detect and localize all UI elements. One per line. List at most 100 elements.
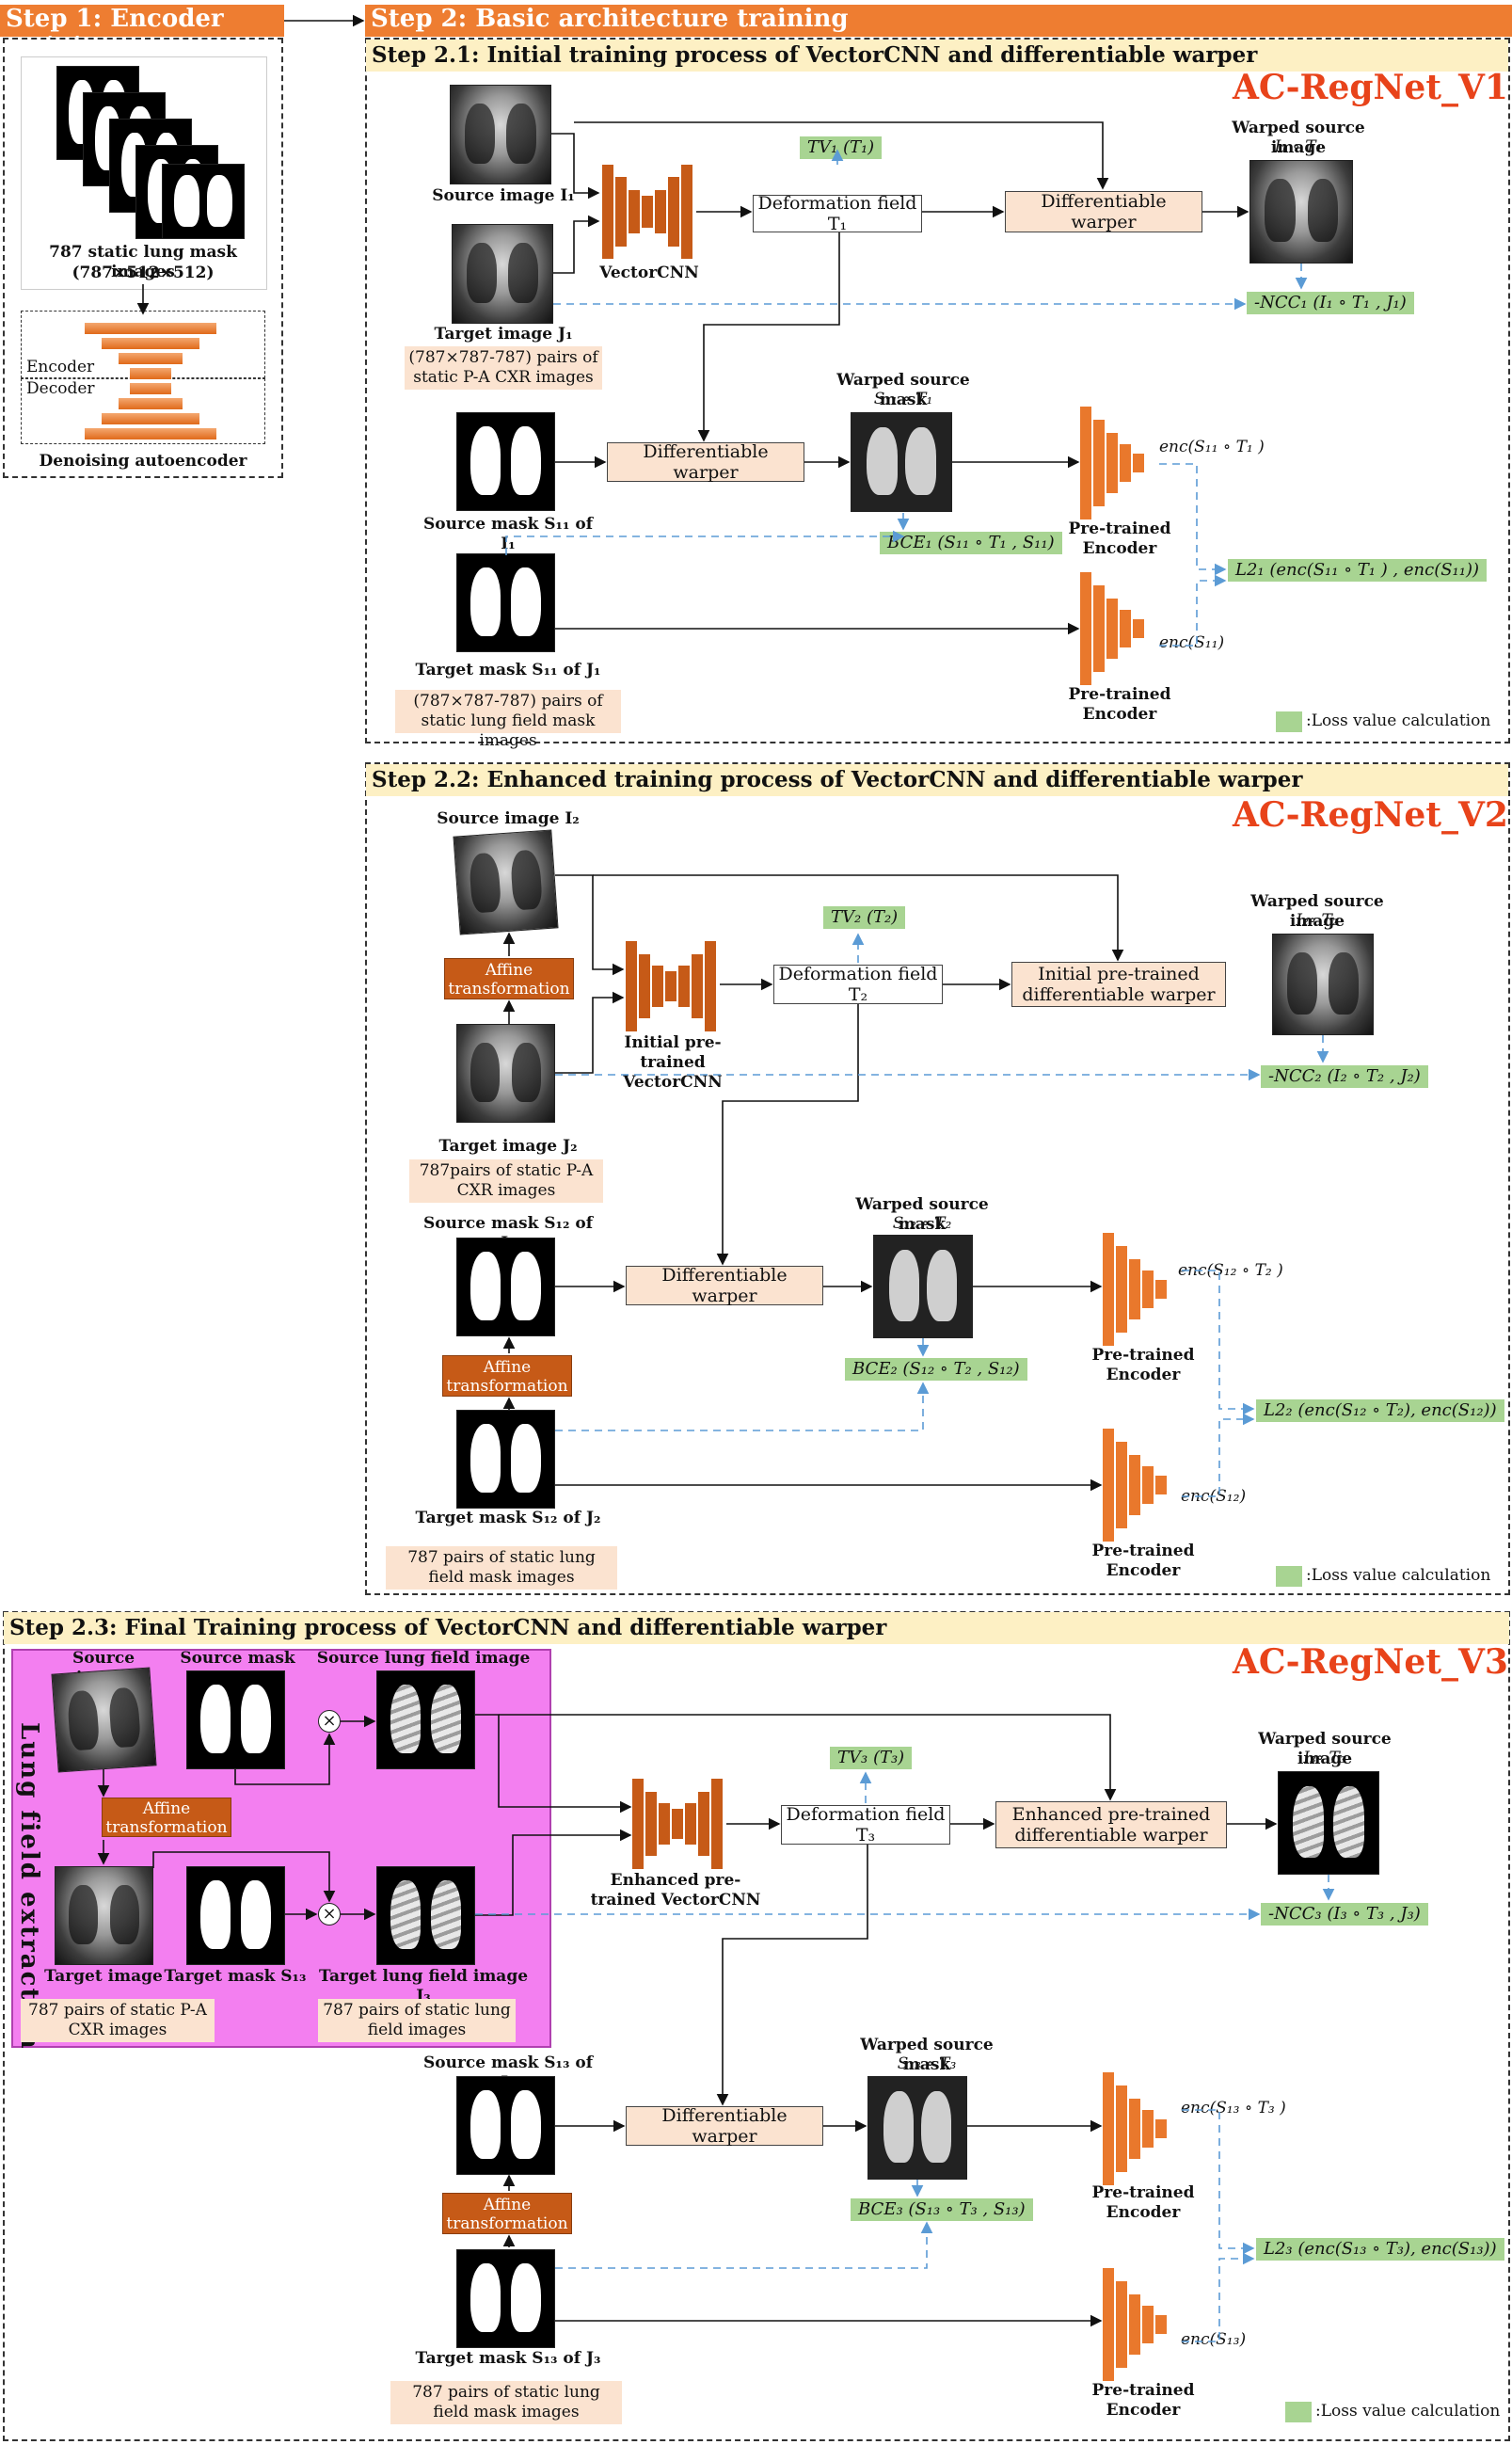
vectorcnn-2-label: Initial pre-trained VectorCNN: [623, 1033, 723, 1092]
warped-img-2-title: Warped source image: [1250, 892, 1384, 931]
diff-warper-mask-3[interactable]: Differentiable warper: [626, 2105, 823, 2147]
step2-2-title: Step 2.2: Enhanced training process of V…: [366, 764, 1508, 796]
target-mask-2-label: Target mask S₁₂ of J₂: [415, 1509, 601, 1527]
target-mask-3-label: Target mask S₁₃ of J₃: [415, 2349, 601, 2368]
enc-src-2: enc(S₁₂ ∘ T₂ ): [1178, 1261, 1283, 1280]
vectorcnn-3: [632, 1779, 723, 1869]
pretrained-enc-1a-label: Pre-trained Encoder: [1068, 519, 1171, 558]
legend-2: :Loss value calculation: [1306, 1566, 1491, 1585]
pretrained-enc-3b-label: Pre-trained Encoder: [1091, 2381, 1195, 2420]
warped-img-2-sub: I₂∘ T₂: [1296, 911, 1339, 930]
ncc-loss-2[interactable]: -NCC₂ (I₂ ∘ T₂ , J₂): [1261, 1065, 1428, 1088]
affine-3a[interactable]: Affine transformation: [102, 1798, 231, 1837]
legend-swatch-1: [1276, 711, 1302, 732]
warped-img-3-title: Warped source image: [1258, 1730, 1392, 1768]
target-image-1: [452, 224, 553, 324]
pretrained-encoder-2a: [1103, 1233, 1167, 1346]
vectorcnn-1-label: VectorCNN: [599, 264, 699, 282]
source-image-2-label: Source image I₂: [437, 809, 580, 828]
warped-mask-3-sub: S₁₃ ∘ T₃: [897, 2054, 957, 2073]
source-mask-3-top: [186, 1670, 285, 1769]
pretrained-encoder-2b: [1103, 1429, 1167, 1542]
dae-label: Denoising autoencoder: [39, 452, 247, 471]
legend-1: :Loss value calculation: [1306, 711, 1491, 730]
ncc-loss-1[interactable]: -NCC₁ (I₁ ∘ T₁ , J₁): [1247, 292, 1414, 314]
target-image-2-label: Target image J₂: [438, 1137, 578, 1156]
warped-mask-1: [851, 412, 952, 512]
diff-warper-1[interactable]: Differentiable warper: [1005, 191, 1202, 232]
multiply-icon-2: ×: [318, 1903, 341, 1926]
tv-loss-3[interactable]: TV₃ (T₃): [830, 1747, 913, 1769]
mask-pairs-note-1: (787×787-787) pairs of static lung field…: [395, 690, 621, 750]
source-mask-2: [456, 1238, 555, 1336]
tv-loss-2[interactable]: TV₂ (T₂): [823, 906, 906, 929]
pretrained-encoder-1a: [1080, 407, 1144, 519]
target-mask-3-top: [186, 1866, 285, 1965]
warped-image-2: [1272, 934, 1374, 1035]
vectorcnn-3-label: Enhanced pre-trained VectorCNN: [590, 1871, 761, 1910]
mask-pairs-note-3: 787 pairs of static lung field mask imag…: [390, 2381, 622, 2424]
source-mask-1: [456, 412, 555, 511]
warped-mask-3: [867, 2076, 967, 2180]
source-image-1-label: Source image I₁: [432, 186, 575, 205]
enc-tgt-1: enc(S₁₁): [1159, 633, 1225, 652]
l2-loss-1[interactable]: L2₁ (enc(S₁₁ ∘ T₁ ) , enc(S₁₁)): [1228, 559, 1488, 582]
deformation-field-3[interactable]: Deformation field T₃: [781, 1804, 950, 1846]
pretrained-encoder-1b: [1080, 572, 1144, 685]
ncc-loss-3[interactable]: -NCC₃ (I₃ ∘ T₃ , J₃): [1261, 1903, 1428, 1926]
target-mask-1-label: Target mask S₁₁ of J₁: [415, 661, 601, 679]
affine-3b[interactable]: Affine transformation: [442, 2193, 572, 2234]
deformation-field-2[interactable]: Deformation field T₂: [773, 964, 943, 1005]
pretrained-enc-2a-label: Pre-trained Encoder: [1091, 1346, 1195, 1384]
step2-1-title: Step 2.1: Initial training process of Ve…: [366, 40, 1508, 72]
warped-mask-2-title: Warped source mask: [855, 1195, 989, 1234]
warped-image-3: [1278, 1771, 1379, 1875]
affine-2b[interactable]: Affine transformation: [442, 1355, 572, 1397]
source-mask-1-label: Source mask S₁₁ of I₁: [422, 515, 594, 553]
bce-loss-3[interactable]: BCE₃ (S₁₃ ∘ T₃ , S₁₃): [851, 2198, 1033, 2221]
source-image-2: [453, 829, 559, 935]
target-image-2: [456, 1024, 555, 1123]
warped-image-1: [1249, 160, 1353, 264]
source-image-3: [51, 1667, 157, 1773]
source-lung-3: [376, 1670, 475, 1769]
tv-loss-1[interactable]: TV₁ (T₁): [800, 136, 883, 159]
target-lung-3: [376, 1866, 475, 1965]
target-mask-3: [456, 2249, 555, 2348]
pretrained-enc-1b-label: Pre-trained Encoder: [1068, 685, 1171, 724]
bce-loss-2[interactable]: BCE₂ (S₁₂ ∘ T₂ , S₁₂): [845, 1358, 1027, 1381]
diff-warper-mask-2[interactable]: Differentiable warper: [626, 1265, 823, 1306]
pairs-note-3b: 787 pairs of static lung field images: [318, 1999, 516, 2042]
mask-stack-5: [162, 164, 245, 239]
pretrained-enc-3a-label: Pre-trained Encoder: [1091, 2183, 1195, 2222]
target-mask-2: [456, 1410, 555, 1509]
legend-3: :Loss value calculation: [1315, 2402, 1501, 2421]
diff-warper-2[interactable]: Initial pre-trained differentiable warpe…: [1011, 962, 1226, 1007]
l2-loss-2[interactable]: L2₂ (enc(S₁₂ ∘ T₂), enc(S₁₂)): [1256, 1399, 1504, 1422]
pretrained-encoder-3a: [1103, 2072, 1167, 2185]
deformation-field-1[interactable]: Deformation field T₁: [753, 193, 922, 234]
legend-swatch-2: [1276, 1566, 1302, 1587]
target-image-1-label: Target image J₁: [434, 325, 573, 344]
warped-img-1-sub: I₁ ∘ T₁: [1274, 137, 1323, 156]
legend-swatch-3: [1285, 2402, 1312, 2422]
diff-warper-3[interactable]: Enhanced pre-trained differentiable warp…: [995, 1801, 1227, 1848]
step2-2-panel: [365, 762, 1510, 1595]
diff-warper-mask-1[interactable]: Differentiable warper: [607, 441, 804, 483]
enc-tgt-3: enc(S₁₃): [1181, 2330, 1247, 2349]
multiply-icon-1: ×: [318, 1710, 341, 1733]
pretrained-enc-2b-label: Pre-trained Encoder: [1091, 1542, 1195, 1580]
warped-mask-1-sub: S₁₁ ∘ T₁: [873, 390, 933, 408]
version-v2: AC-RegNet_V2: [1233, 795, 1508, 835]
l2-loss-3[interactable]: L2₃ (enc(S₁₃ ∘ T₃), enc(S₁₃)): [1256, 2238, 1504, 2261]
target-image-3-label: Target image: [44, 1967, 163, 1986]
warped-mask-1-title: Warped source mask: [836, 371, 970, 409]
pairs-note-3a: 787 pairs of static P-A CXR images: [21, 1999, 215, 2042]
enc-src-1: enc(S₁₁ ∘ T₁ ): [1159, 438, 1265, 456]
step1-header: Step 1: Encoder training: [0, 5, 284, 61]
bce-loss-1[interactable]: BCE₁ (S₁₁ ∘ T₁ , S₁₁): [880, 532, 1062, 554]
decoder-label: Decoder: [26, 379, 95, 398]
pairs-note-2: 787pairs of static P-A CXR images: [409, 1159, 603, 1203]
masks-dims: (787×512×512): [72, 264, 215, 282]
affine-2a[interactable]: Affine transformation: [444, 958, 574, 999]
